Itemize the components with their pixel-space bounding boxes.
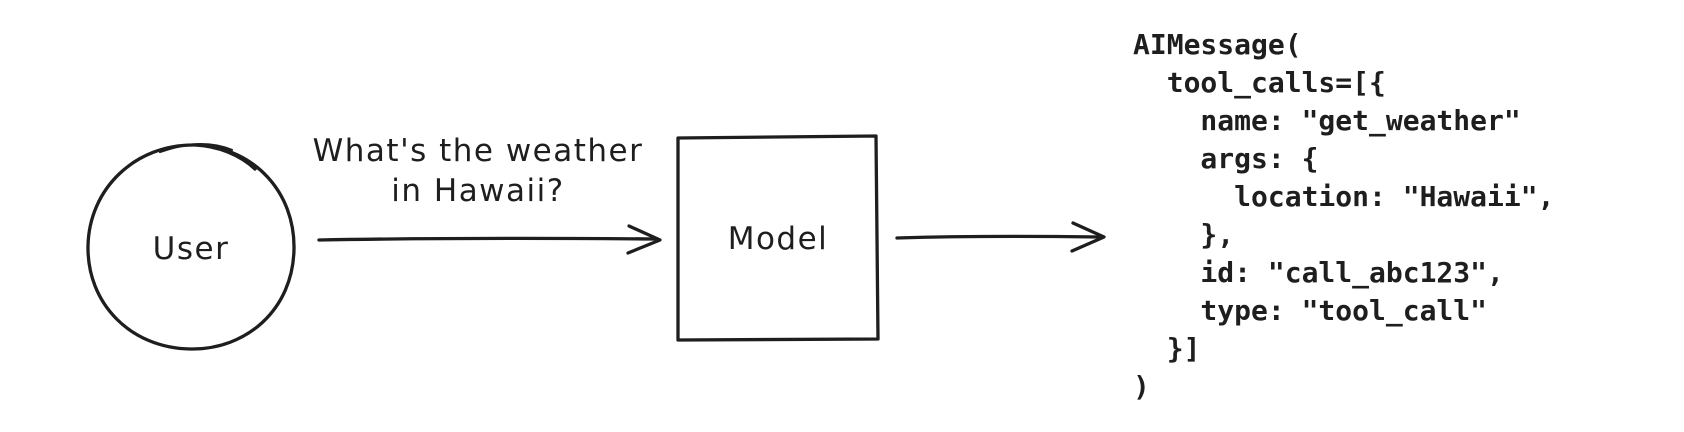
user-message-line1: What's the weather	[312, 133, 644, 169]
model-to-output-arrow-line	[895, 234, 1102, 240]
model-box-shape	[676, 134, 880, 342]
user-node-label: User	[152, 231, 230, 267]
ai-message-code-block: AIMessage( tool_calls=[{ name: "get_weat…	[1133, 28, 1555, 403]
user-message-label: What's the weather in Hawaii?	[313, 131, 644, 211]
model-to-output-arrowhead	[1070, 221, 1106, 253]
model-to-output-arrow-icon	[895, 221, 1106, 253]
model-node-label: Model	[727, 221, 829, 257]
user-to-model-arrow-icon	[317, 224, 662, 255]
user-circle-sketch-stroke	[158, 143, 234, 154]
user-to-model-arrow-line	[317, 236, 658, 242]
user-message-line2: in Hawaii?	[391, 173, 565, 209]
user-to-model-arrowhead	[626, 224, 662, 255]
